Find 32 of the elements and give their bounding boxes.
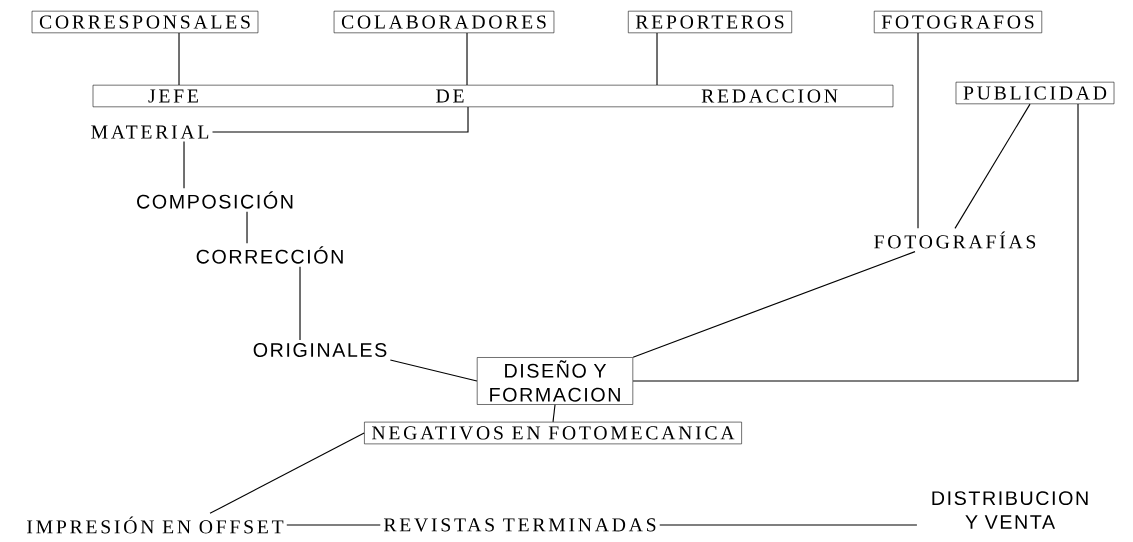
- connector-line: [286, 524, 381, 526]
- label-text: REVISTAS TERMINADAS: [383, 518, 656, 532]
- connector-line: [466, 32, 468, 86]
- process-box: JEFE DE REDACCION: [92, 84, 894, 108]
- connector-line: [954, 103, 1031, 229]
- connector-line: [659, 524, 918, 526]
- connector-line: [632, 251, 916, 358]
- connector-line: [656, 32, 658, 86]
- connector-line: [299, 266, 301, 341]
- process-box: FOTOGRAFOS: [873, 10, 1043, 34]
- process-box: CORRESPONSALES: [31, 10, 259, 34]
- connector-line: [209, 432, 365, 514]
- process-box: DISEÑO Y FORMACION: [476, 357, 634, 405]
- process-box: REPORTEROS: [628, 10, 792, 34]
- connector-line: [389, 359, 478, 382]
- connector-line: [552, 404, 556, 423]
- connector-line: [917, 32, 919, 229]
- process-box: NEGATIVOS EN FOTOMECANICA: [364, 421, 742, 445]
- connector-line: [246, 211, 248, 244]
- label-text: CORRECCIÓN: [196, 246, 343, 264]
- label-text: MATERIAL: [91, 125, 209, 139]
- connector-line: [178, 32, 180, 86]
- label-text: IMPRESIÓN EN OFFSET: [27, 516, 284, 534]
- process-box: COLABORADORES: [333, 10, 555, 34]
- label-text: FOTOGRAFÍAS: [874, 231, 1036, 249]
- process-box: PUBLICIDAD: [955, 81, 1115, 105]
- label-text: ORIGINALES: [253, 343, 387, 357]
- connector-line: [183, 141, 185, 189]
- connector-line: [632, 103, 1079, 382]
- label-text: COMPOSICIÓN: [137, 191, 293, 209]
- label-text: DISTRIBUCION Y VENTA: [932, 491, 1088, 529]
- connector-line: [211, 106, 469, 133]
